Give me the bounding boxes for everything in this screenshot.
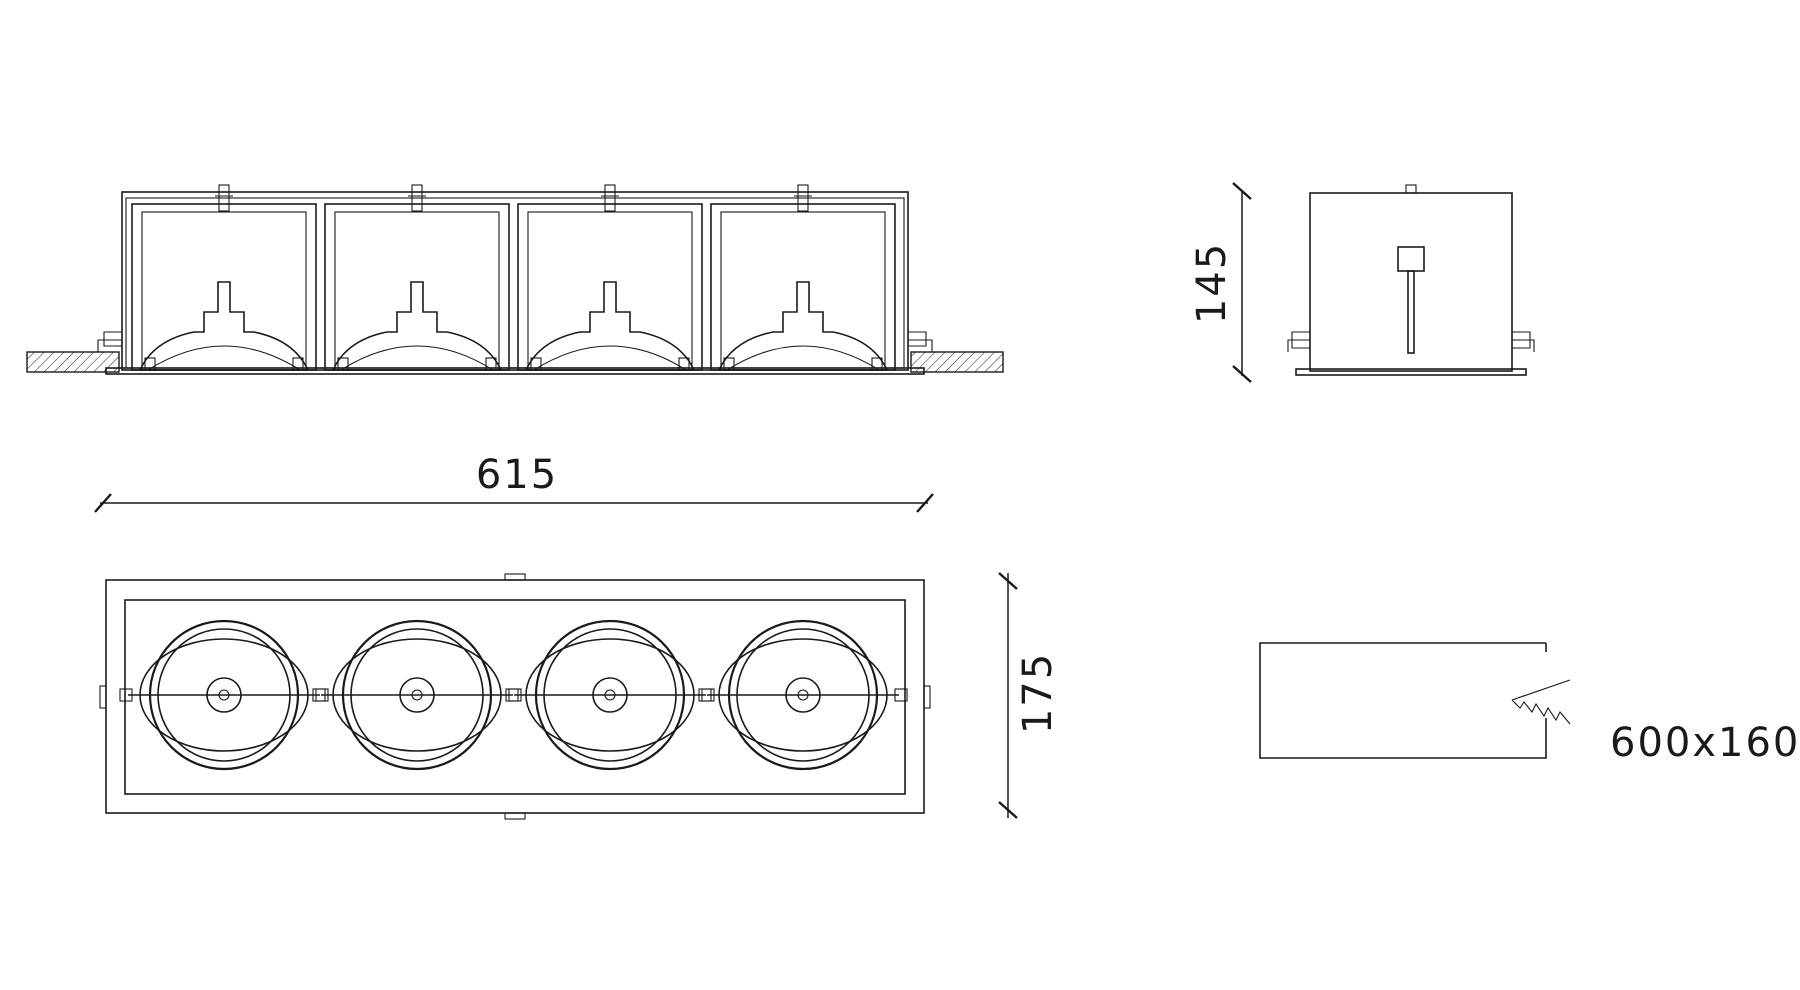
- plan-view: [99, 573, 931, 820]
- side-bracket-top: [1405, 184, 1417, 194]
- front-module: [710, 184, 896, 371]
- dimension-height-label: 145: [1189, 242, 1235, 324]
- module-top-bracket: [218, 184, 230, 212]
- plan-tab-top: [504, 573, 526, 581]
- module-foot-right: [678, 357, 690, 371]
- plan-module: [698, 619, 908, 771]
- saw-icon: [1511, 679, 1571, 725]
- module-foot-right: [485, 357, 497, 371]
- side-elevation-view: [1287, 184, 1535, 376]
- front-module: [517, 184, 703, 371]
- plan-module-pivot-left: [505, 688, 519, 702]
- side-bracket: [1397, 246, 1425, 272]
- dimension-width-label: 175: [1015, 652, 1061, 734]
- module-top-bracket: [411, 184, 423, 212]
- side-spring-clip-left: [1287, 331, 1310, 352]
- module-cell-outer: [710, 203, 896, 371]
- dimension-width: 175: [998, 572, 1061, 819]
- housing-inner: [125, 197, 905, 369]
- front-module: [324, 184, 510, 371]
- ceiling-section-right: [910, 351, 1004, 373]
- module-foot-left: [337, 357, 349, 371]
- module-top-bracket: [797, 184, 809, 212]
- module-cell-outer: [324, 203, 510, 371]
- module-foot-left: [144, 357, 156, 371]
- module-foot-right: [292, 357, 304, 371]
- module-lamp-head: [524, 281, 696, 371]
- bottom-trim: [105, 367, 925, 375]
- plan-tab-right: [923, 685, 931, 709]
- cutout-dimension-label: 600x160: [1610, 720, 1800, 766]
- plan-modules: [119, 619, 908, 771]
- plan-tab-left: [99, 685, 107, 709]
- module-lamp-reflector: [147, 345, 301, 371]
- module-top-bracket: [604, 184, 616, 212]
- plan-tab-bottom: [504, 812, 526, 820]
- ceiling-cutout-view: [1259, 642, 1571, 759]
- plan-module: [505, 619, 715, 771]
- module-foot-left: [723, 357, 735, 371]
- module-lamp-head: [717, 281, 889, 371]
- plan-module-pivot-right: [894, 688, 908, 702]
- front-modules: [131, 184, 896, 371]
- module-lamp-reflector: [533, 345, 687, 371]
- module-lamp-head: [138, 281, 310, 371]
- side-housing: [1309, 192, 1513, 372]
- module-foot-left: [530, 357, 542, 371]
- module-lamp-reflector: [340, 345, 494, 371]
- plan-module: [119, 619, 329, 771]
- module-cell-outer: [517, 203, 703, 371]
- side-bottom-trim: [1295, 368, 1527, 376]
- front-module: [131, 184, 317, 371]
- dimension-height: 145: [1189, 182, 1252, 383]
- plan-module-pivot-left: [698, 688, 712, 702]
- module-cell-outer: [131, 203, 317, 371]
- front-elevation-view: [26, 184, 1004, 375]
- plan-module-pivot-left: [312, 688, 326, 702]
- side-spring-clip-right: [1512, 331, 1535, 352]
- module-lamp-reflector: [726, 345, 880, 371]
- module-lamp-head: [331, 281, 503, 371]
- dimension-length: 615: [94, 452, 934, 513]
- plan-frame-inner: [124, 599, 906, 795]
- module-foot-right: [871, 357, 883, 371]
- ceiling-section-left: [26, 351, 120, 373]
- spring-clip-left: [97, 331, 122, 352]
- spring-clip-right: [908, 331, 933, 352]
- housing-outline: [121, 191, 909, 371]
- cutout-outline: [1259, 642, 1547, 759]
- side-bracket-stem: [1407, 270, 1415, 354]
- plan-module-pivot-left: [119, 688, 133, 702]
- dimension-length-label: 615: [476, 452, 558, 498]
- plan-module: [312, 619, 522, 771]
